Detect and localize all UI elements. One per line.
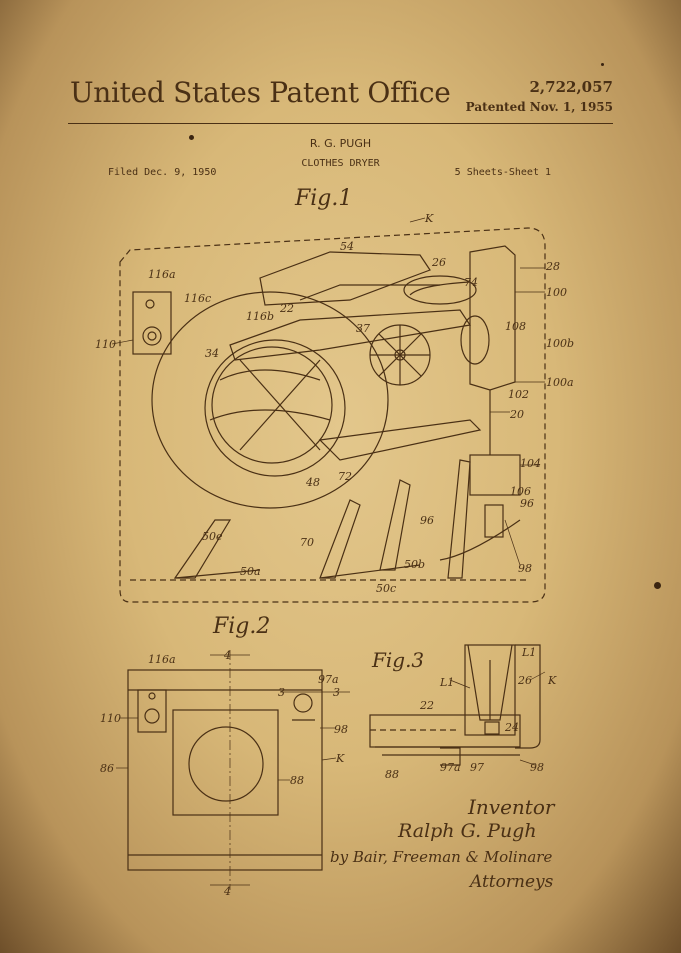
svg-text:3: 3 (278, 686, 285, 699)
ink-spot (654, 582, 661, 589)
svg-text:34: 34 (205, 347, 219, 360)
svg-text:74: 74 (464, 276, 478, 289)
fig1-drum (151, 291, 389, 509)
fig2-label: Fig.2 (213, 614, 271, 639)
svg-text:37: 37 (356, 322, 370, 335)
svg-text:106: 106 (510, 485, 531, 498)
svg-text:116a: 116a (148, 268, 176, 281)
svg-text:K: K (547, 674, 557, 687)
svg-text:97: 97 (470, 761, 484, 774)
office-title: United States Patent Office (70, 76, 451, 109)
filed-date: Filed Dec. 9, 1950 (108, 167, 217, 178)
svg-text:104: 104 (520, 457, 541, 470)
attorneys-signature: by Bair, Freeman & Molinare (330, 848, 553, 866)
svg-text:70: 70 (300, 536, 314, 549)
svg-text:50c: 50c (376, 582, 396, 595)
svg-text:102: 102 (508, 388, 529, 401)
svg-text:22: 22 (419, 699, 434, 712)
svg-text:26: 26 (517, 674, 532, 687)
svg-text:97a: 97a (440, 761, 461, 774)
svg-text:110: 110 (100, 712, 121, 725)
invention-title: CLOTHES DRYER (301, 158, 380, 169)
svg-text:50b: 50b (404, 558, 425, 571)
svg-text:3: 3 (333, 686, 340, 699)
svg-text:50e: 50e (202, 530, 223, 543)
svg-text:96: 96 (420, 514, 434, 527)
svg-text:97a: 97a (318, 673, 339, 686)
patented-date: Patented Nov. 1, 1955 (465, 100, 613, 114)
fig1-label: Fig.1 (295, 186, 353, 211)
ink-spot (601, 63, 604, 66)
svg-text:L1: L1 (521, 646, 536, 659)
svg-text:110: 110 (95, 338, 116, 351)
header-rule (68, 123, 613, 124)
fig1-frame (173, 419, 482, 579)
svg-text:22: 22 (279, 302, 294, 315)
svg-text:20: 20 (509, 408, 524, 421)
svg-text:48: 48 (305, 476, 320, 489)
svg-text:54: 54 (340, 240, 354, 253)
inventor-heading: Inventor (468, 795, 555, 819)
svg-text:88: 88 (290, 774, 304, 787)
svg-text:116a: 116a (148, 653, 176, 666)
svg-text:96: 96 (520, 497, 534, 510)
svg-text:L1: L1 (439, 676, 454, 689)
sheet-count: 5 Sheets-Sheet 1 (454, 167, 551, 178)
svg-text:116c: 116c (184, 292, 211, 305)
fig2-front-view (116, 650, 350, 890)
svg-text:72: 72 (338, 470, 352, 483)
svg-text:100b: 100b (546, 337, 574, 350)
svg-text:88: 88 (385, 768, 399, 781)
svg-text:108: 108 (505, 320, 526, 333)
attorneys-heading: Attorneys (470, 872, 554, 892)
svg-text:26: 26 (431, 256, 446, 269)
svg-text:98: 98 (518, 562, 532, 575)
reference-numerals: K 54 26 28 116a 116c 116b 22 74 100 110 … (95, 212, 574, 898)
svg-text:4: 4 (223, 885, 231, 898)
svg-text:K: K (335, 752, 345, 765)
svg-text:100a: 100a (546, 376, 574, 389)
svg-text:98: 98 (530, 761, 544, 774)
svg-text:28: 28 (545, 260, 560, 273)
svg-text:98: 98 (334, 723, 348, 736)
svg-text:K: K (424, 212, 434, 225)
inventor-short-name: R. G. PUGH (309, 137, 372, 150)
fig1-leader-lines (111, 217, 545, 566)
fig1-control-panel (132, 291, 172, 355)
fig1-motor-housing (403, 245, 516, 391)
svg-text:86: 86 (100, 762, 114, 775)
svg-text:100: 100 (546, 286, 567, 299)
svg-text:4: 4 (223, 649, 231, 662)
inventor-signature: Ralph G. Pugh (398, 820, 537, 842)
svg-text:24: 24 (504, 721, 519, 734)
patent-number: 2,722,057 (529, 78, 613, 96)
fig1-pump (439, 390, 521, 561)
fig3-label: Fig.3 (372, 648, 425, 672)
fig1-cabinet-outline (119, 227, 546, 603)
svg-text:116b: 116b (246, 310, 274, 323)
ink-spot (189, 135, 194, 140)
fig1-fan (369, 324, 431, 386)
svg-text:50a: 50a (240, 565, 261, 578)
fig3-section (369, 644, 546, 766)
